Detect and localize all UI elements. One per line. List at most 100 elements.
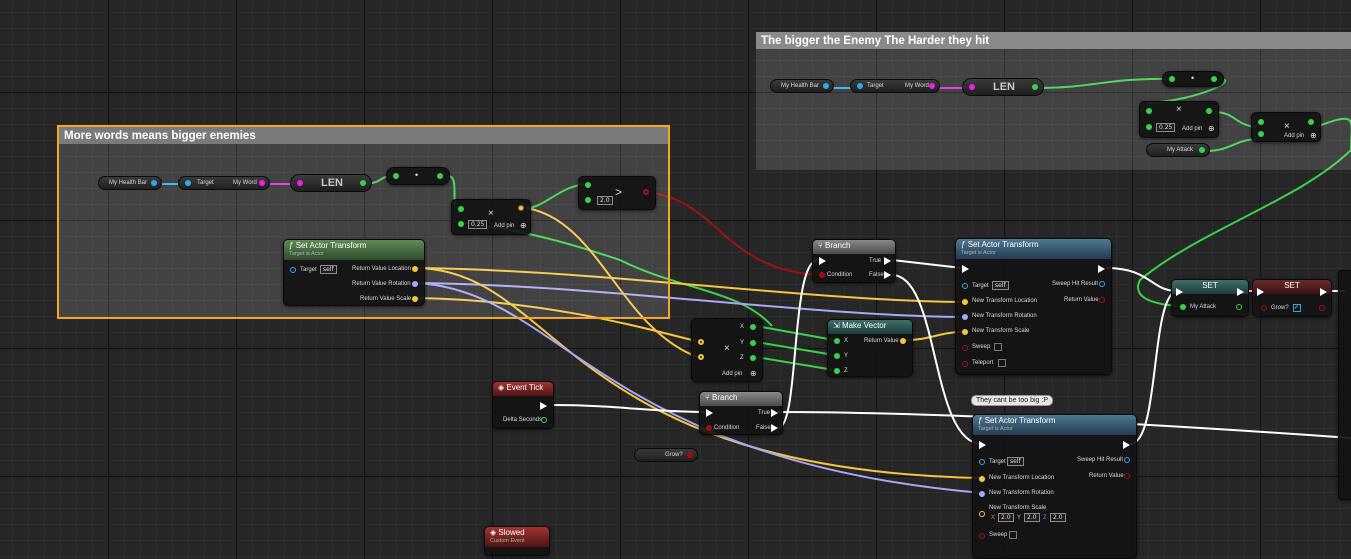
teleport-pin[interactable]: [962, 361, 968, 367]
rotation-pin[interactable]: [412, 281, 418, 287]
mult-out-pin[interactable]: [1206, 108, 1212, 114]
mult-in-b-pin[interactable]: [1146, 124, 1152, 130]
set-actor-transform-left[interactable]: ƒ Set Actor Transform Target is Actor Ta…: [283, 239, 425, 306]
float-pin[interactable]: [1199, 147, 1205, 153]
set-my-attack-node[interactable]: SET My Attack: [1171, 279, 1249, 317]
string-in-pin[interactable]: [297, 180, 303, 186]
sweep-checkbox[interactable]: [994, 343, 1002, 351]
my-health-bar-var-left[interactable]: My Health Bar: [98, 176, 162, 190]
object-pin[interactable]: [823, 83, 829, 89]
rotation-pin[interactable]: [979, 491, 985, 497]
target-pin[interactable]: [185, 180, 191, 186]
exec-out-pin[interactable]: [1098, 265, 1105, 273]
set-actor-transform-top[interactable]: ƒ Set Actor Transform Target is Actor Ta…: [955, 238, 1112, 375]
add-pin-label[interactable]: Add pin: [1284, 133, 1305, 139]
mult-value-box[interactable]: 0.25: [468, 220, 488, 229]
branch-node-bottom[interactable]: ⑂ Branch True Condition False: [699, 391, 783, 435]
vector-out-pin[interactable]: [518, 205, 524, 211]
location-pin[interactable]: [962, 299, 968, 305]
return-value-pin[interactable]: [1124, 473, 1130, 479]
z-out-pin[interactable]: [750, 355, 756, 361]
add-pin-icon[interactable]: ⊕: [1310, 131, 1317, 140]
self-box[interactable]: self: [320, 265, 337, 274]
greater-value-box[interactable]: 2.0: [597, 196, 613, 205]
int-out-pin[interactable]: [1032, 84, 1038, 90]
greater-in-a-pin[interactable]: [585, 182, 591, 188]
string-pin[interactable]: [259, 180, 265, 186]
exec-out-pin[interactable]: [540, 402, 547, 410]
multiply-node-left[interactable]: × 0.25 Add pin ⊕: [451, 199, 531, 235]
string-pin[interactable]: [929, 83, 935, 89]
comment-title-right[interactable]: The bigger the Enemy The Harder they hit: [756, 32, 1351, 49]
sweep-pin[interactable]: [979, 533, 985, 539]
vector-out-pin[interactable]: [900, 338, 906, 344]
delta-pin[interactable]: [541, 417, 547, 423]
mult-value-box[interactable]: 0.25: [1156, 123, 1176, 132]
convert-node-left[interactable]: •: [386, 167, 450, 185]
exec-in-pin[interactable]: [979, 441, 986, 449]
mult-in-b-pin[interactable]: [458, 221, 464, 227]
add-pin-label[interactable]: Add pin: [1182, 126, 1203, 132]
rotation-pin[interactable]: [962, 314, 968, 320]
exec-out-pin[interactable]: [1123, 441, 1130, 449]
comment-box-right[interactable]: The bigger the Enemy The Harder they hit: [756, 32, 1351, 170]
set-actor-transform-bottom[interactable]: ƒ Set Actor Transform Target is Actor Ta…: [972, 414, 1137, 559]
target-pin[interactable]: [962, 283, 968, 289]
int-in-pin[interactable]: [1169, 76, 1175, 82]
bool-out-pin[interactable]: [643, 189, 649, 195]
grow-in-pin[interactable]: [1261, 305, 1267, 311]
add-pin-icon[interactable]: ⊕: [750, 369, 757, 378]
vec-in-b-pin[interactable]: [698, 354, 704, 360]
location-pin[interactable]: [412, 266, 418, 272]
set-grow-node[interactable]: SET Grow? ✓: [1252, 279, 1332, 317]
len-node-left[interactable]: LEN: [290, 174, 372, 192]
sweep-pin[interactable]: [962, 345, 968, 351]
comment-title-left[interactable]: More words means bigger enemies: [59, 127, 668, 144]
exec-false-pin[interactable]: [771, 424, 778, 432]
teleport-checkbox[interactable]: [998, 359, 1006, 367]
offscreen-node[interactable]: [1338, 270, 1351, 500]
grow-checkbox[interactable]: ✓: [1293, 304, 1301, 312]
exec-out-pin[interactable]: [1320, 288, 1327, 296]
mult2-in-b-pin[interactable]: [1258, 131, 1264, 137]
exec-true-pin[interactable]: [884, 257, 891, 265]
exec-in-pin[interactable]: [819, 257, 826, 265]
my-attack-var[interactable]: My Attack: [1146, 143, 1210, 157]
float-out-pin[interactable]: [437, 173, 443, 179]
target-pin[interactable]: [979, 459, 985, 465]
attack-in-pin[interactable]: [1180, 304, 1186, 310]
branch-node-top[interactable]: ⑂ Branch True Condition False: [812, 239, 896, 283]
mult2-in-a-pin[interactable]: [1258, 119, 1264, 125]
mult-in-a-pin[interactable]: [1146, 108, 1152, 114]
convert-node-right[interactable]: •: [1162, 71, 1224, 87]
scale-pin[interactable]: [412, 296, 418, 302]
get-my-word-left[interactable]: Target My Word: [178, 176, 270, 190]
self-box[interactable]: self: [1007, 457, 1024, 466]
scale-pin[interactable]: [962, 329, 968, 335]
sweep-hit-pin[interactable]: [1124, 457, 1130, 463]
scale-y-box[interactable]: 2.0: [1024, 513, 1040, 522]
comment-bubble[interactable]: They cant be too big :P: [971, 395, 1053, 406]
grow-out-pin[interactable]: [1319, 305, 1325, 311]
multiply-node-right[interactable]: × 0.25 Add pin ⊕: [1139, 101, 1219, 138]
scale-z-box[interactable]: 2.0: [1050, 513, 1066, 522]
condition-pin[interactable]: [819, 272, 825, 278]
x-in-pin[interactable]: [834, 338, 840, 344]
exec-in-pin[interactable]: [1257, 288, 1264, 296]
attack-out-pin[interactable]: [1236, 304, 1242, 310]
exec-out-pin[interactable]: [1237, 288, 1244, 296]
multiply-vector-node[interactable]: × X Y Z Add pin ⊕: [691, 318, 763, 382]
get-my-word-right[interactable]: Target My Word: [850, 79, 940, 93]
len-node-right[interactable]: LEN: [962, 78, 1044, 96]
object-pin[interactable]: [151, 180, 157, 186]
greater-node[interactable]: 2.0 >: [578, 176, 656, 210]
event-tick-node[interactable]: ◈ Event Tick Delta Seconds: [492, 381, 554, 429]
mult-in-a-pin[interactable]: [458, 206, 464, 212]
scale-x-box[interactable]: 2.0: [998, 513, 1014, 522]
exec-false-pin[interactable]: [884, 271, 891, 279]
bool-pin[interactable]: [687, 452, 693, 458]
x-out-pin[interactable]: [750, 324, 756, 330]
sweep-checkbox[interactable]: [1009, 531, 1017, 539]
vec-in-a-pin[interactable]: [698, 339, 704, 345]
y-in-pin[interactable]: [834, 353, 840, 359]
